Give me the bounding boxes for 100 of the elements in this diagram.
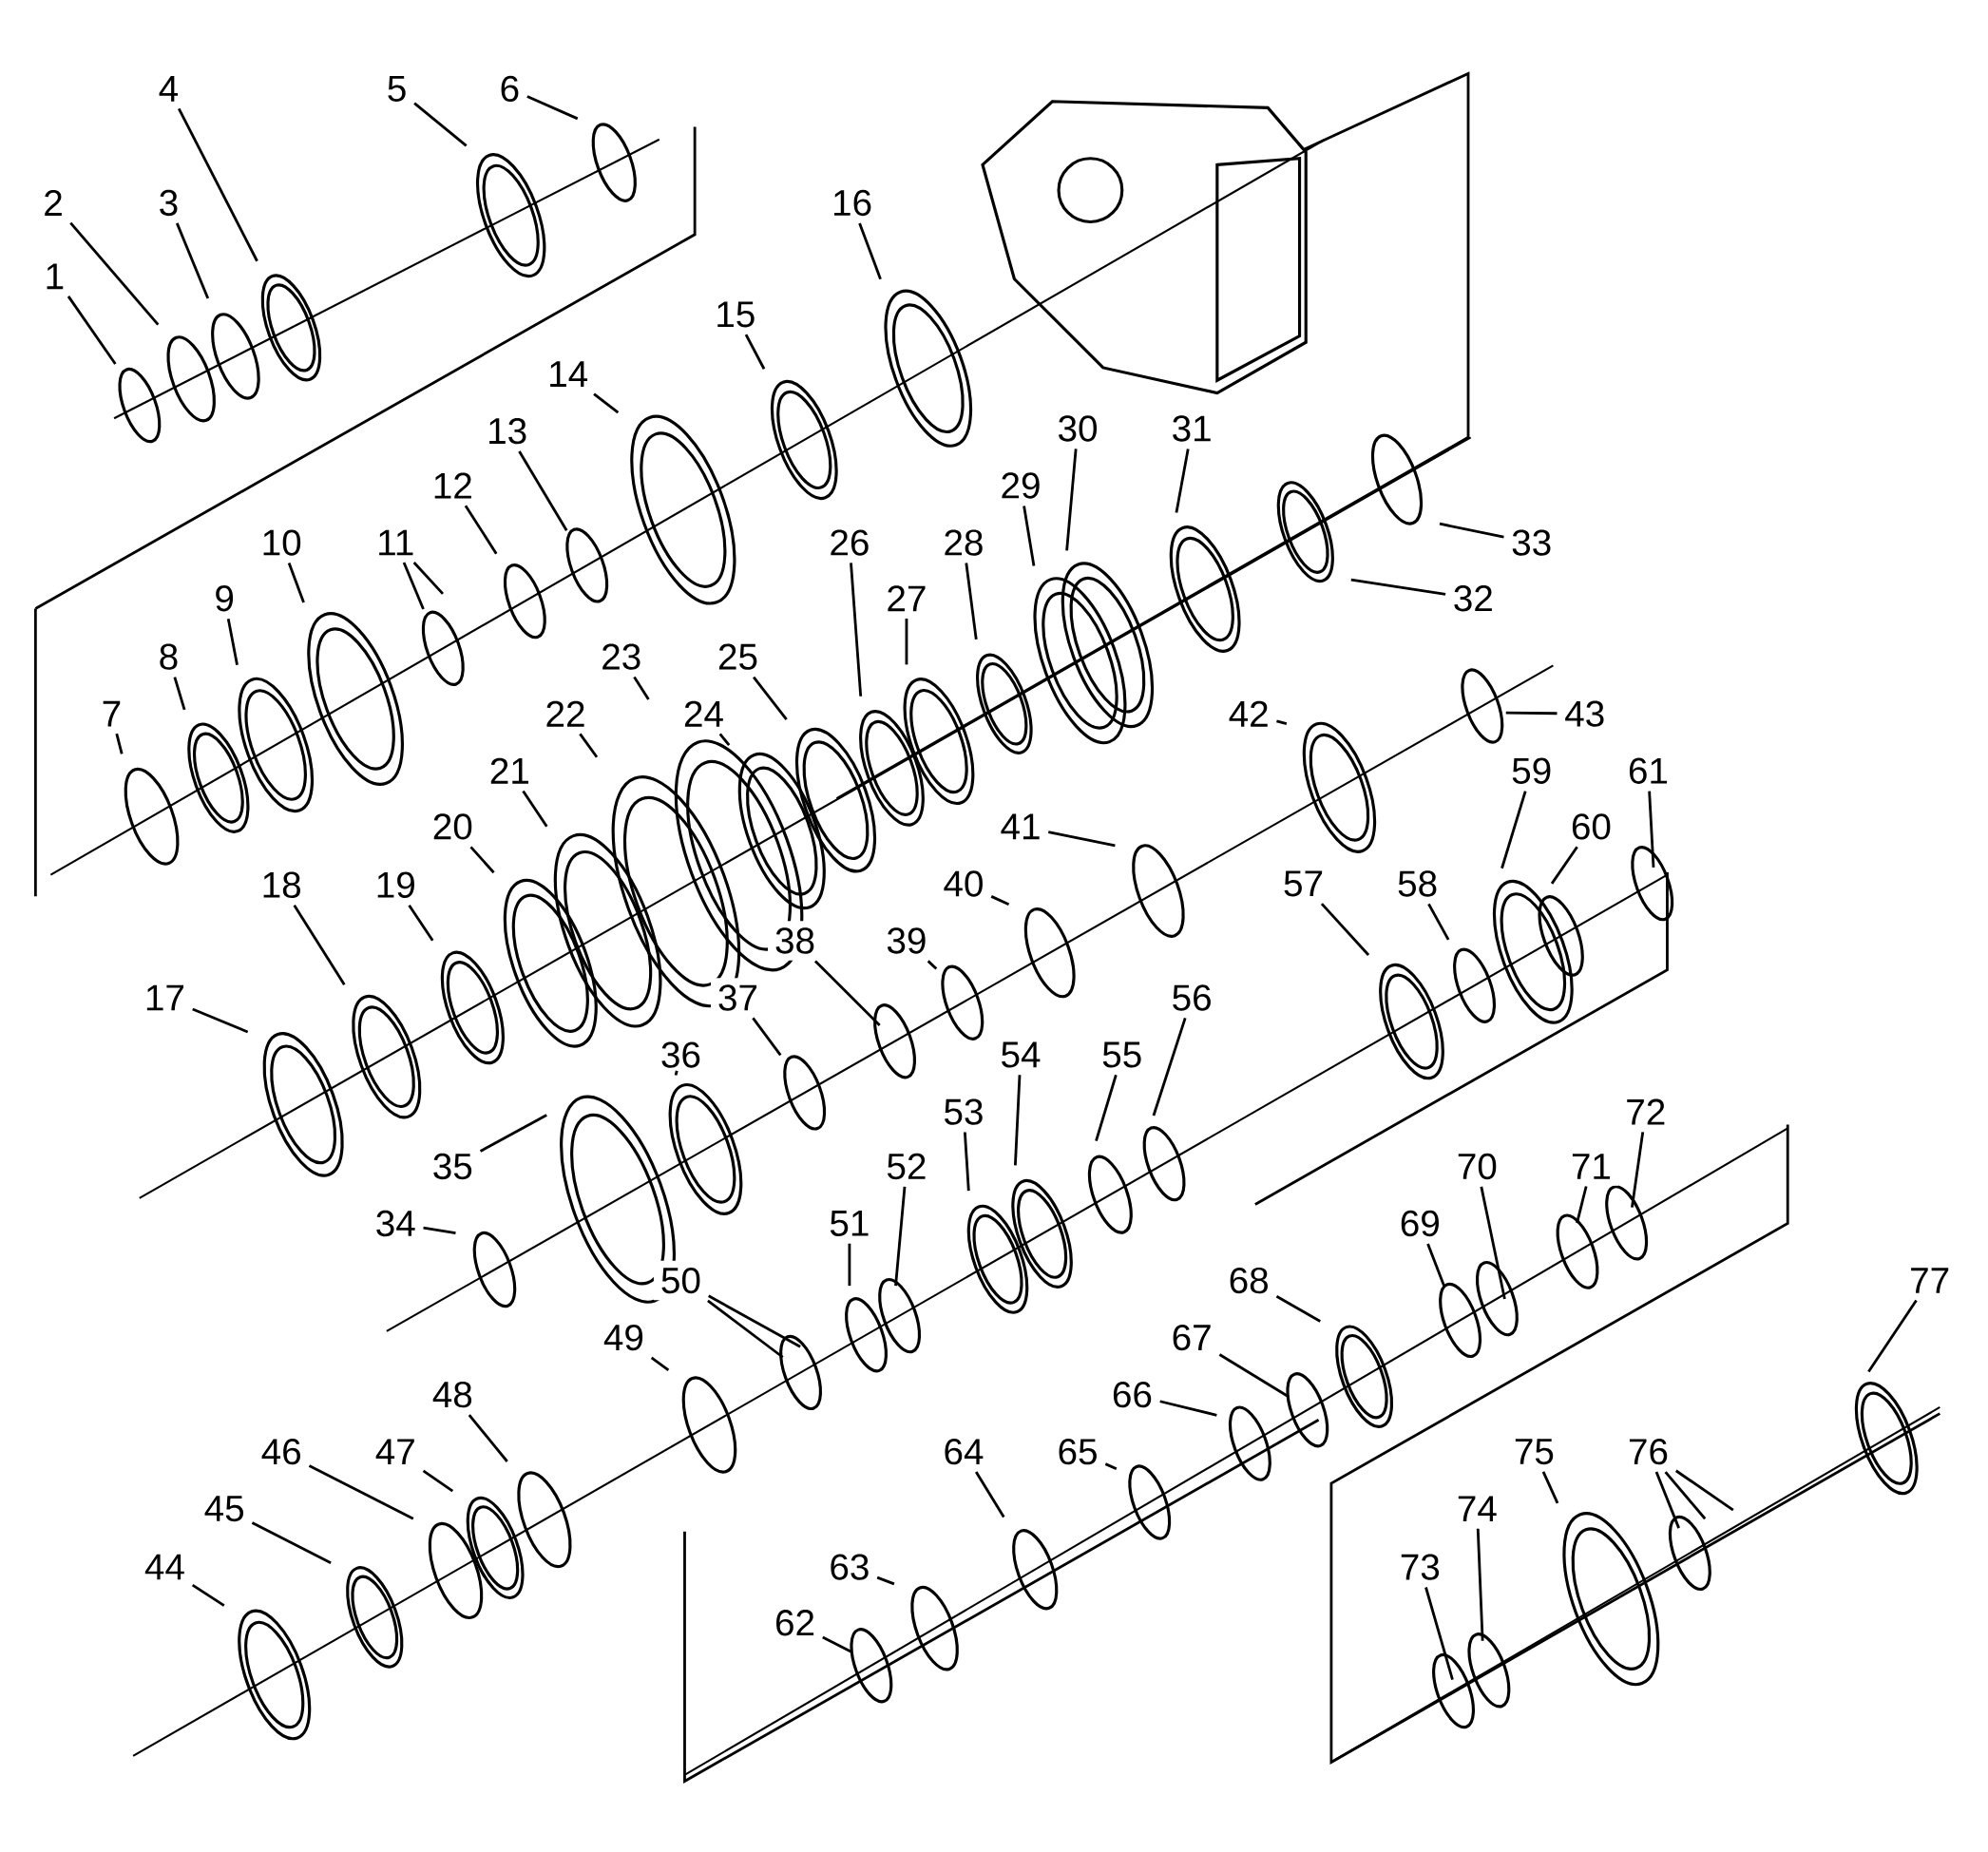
leader-line [876, 1575, 895, 1586]
leader-line [1095, 1074, 1118, 1141]
leader-line [1427, 903, 1450, 941]
callout-number: 28 [936, 523, 991, 563]
callout-number: 2 [36, 182, 70, 222]
leader-line [1424, 1587, 1454, 1680]
callout-number: 12 [425, 466, 480, 506]
callout-number: 22 [538, 694, 593, 734]
callout-number: 34 [368, 1203, 423, 1244]
callout-number: 48 [425, 1374, 480, 1415]
leader-line [518, 450, 568, 531]
callout-number: 54 [993, 1035, 1048, 1075]
leader-line [192, 1007, 249, 1034]
callout-number: 16 [825, 182, 880, 223]
callout-number: 3 [151, 182, 186, 223]
callout-number: 72 [1618, 1092, 1673, 1132]
callout-number: 36 [653, 1035, 708, 1075]
leader-line [1023, 506, 1036, 566]
callout-number: 18 [254, 865, 309, 905]
leader-line [1648, 791, 1655, 868]
leader-line [752, 676, 788, 720]
callout-number: 25 [710, 637, 766, 677]
callout-number: 24 [676, 694, 732, 734]
callout-number: 33 [1504, 523, 1559, 563]
leader-line [848, 1243, 851, 1286]
callout-number: 73 [1392, 1547, 1447, 1587]
callout-number: 67 [1164, 1317, 1219, 1358]
leader-line [1480, 1186, 1506, 1300]
leader-line [1159, 1400, 1217, 1417]
callout-number: 20 [425, 807, 480, 847]
leader-line [1501, 791, 1527, 869]
leader-line [522, 790, 548, 828]
leader-line [674, 1070, 679, 1076]
callout-number: 56 [1164, 978, 1219, 1018]
leader-line [633, 676, 650, 700]
callout-number: 32 [1445, 578, 1501, 619]
leader-line [822, 1635, 851, 1653]
leader-line [707, 1299, 784, 1359]
callout-number: 57 [1276, 864, 1331, 904]
leader-line [191, 1583, 225, 1607]
leader-line [423, 1226, 456, 1234]
callout-number: 31 [1164, 409, 1219, 449]
callout-number: 13 [480, 410, 535, 451]
callout-number: 66 [1104, 1374, 1159, 1415]
leader-line [1439, 522, 1504, 539]
leader-line [1867, 1299, 1918, 1373]
leader-line [1175, 449, 1190, 513]
leader-line [251, 1521, 332, 1564]
callout-number: 6 [492, 68, 527, 108]
callout-number: 45 [197, 1489, 252, 1529]
leader-line [1654, 1471, 1680, 1529]
callout-number: 37 [710, 978, 766, 1018]
leader-line [479, 1114, 547, 1153]
leader-line [173, 677, 186, 711]
callout-number: 44 [137, 1547, 192, 1587]
callout-number: 7 [94, 694, 129, 734]
callout-number: 51 [822, 1203, 877, 1243]
leader-line [308, 1464, 414, 1520]
callout-number: 77 [1902, 1261, 1958, 1300]
leader-line [1048, 831, 1116, 848]
leader-line [464, 505, 498, 555]
leader-line [593, 392, 620, 414]
callout-number: 29 [993, 466, 1048, 506]
leader-line [1576, 1186, 1588, 1224]
leader-line [293, 904, 346, 985]
callout-number: 55 [1095, 1035, 1150, 1075]
callout-number: 49 [596, 1317, 651, 1358]
callout-number: 15 [708, 295, 763, 334]
leader-line [850, 563, 863, 697]
leader-line [412, 562, 445, 595]
callout-number: 1 [37, 257, 72, 296]
callout-number: 26 [822, 523, 877, 563]
leader-line [1505, 711, 1558, 716]
leader-line [1276, 719, 1288, 725]
leader-line [1350, 578, 1446, 596]
callout-number: 23 [594, 637, 649, 677]
leader-line [1541, 1471, 1559, 1504]
callout-number: 10 [254, 523, 309, 563]
leader-line [226, 618, 239, 665]
leader-line [1631, 1132, 1645, 1208]
leader-line [1065, 449, 1078, 551]
leader-line [1426, 1243, 1446, 1288]
leader-line [1275, 1294, 1321, 1323]
callout-number: 59 [1504, 751, 1559, 791]
leader-line [1664, 1471, 1707, 1520]
leader-line [752, 1017, 782, 1057]
leader-line [468, 1414, 508, 1462]
leader-line [178, 107, 258, 262]
leader-line [115, 733, 124, 754]
callout-number: 53 [936, 1092, 991, 1132]
callout-number: 35 [425, 1146, 480, 1187]
leader-line [1476, 1528, 1484, 1641]
callout-number: 69 [1392, 1203, 1447, 1244]
leader-line [175, 222, 210, 299]
leader-line [990, 895, 1010, 906]
leader-line [1104, 1462, 1118, 1470]
callout-number: 61 [1620, 751, 1675, 791]
leader-line [67, 295, 117, 365]
callout-number: 38 [768, 921, 823, 961]
callout-number: 50 [653, 1260, 708, 1301]
